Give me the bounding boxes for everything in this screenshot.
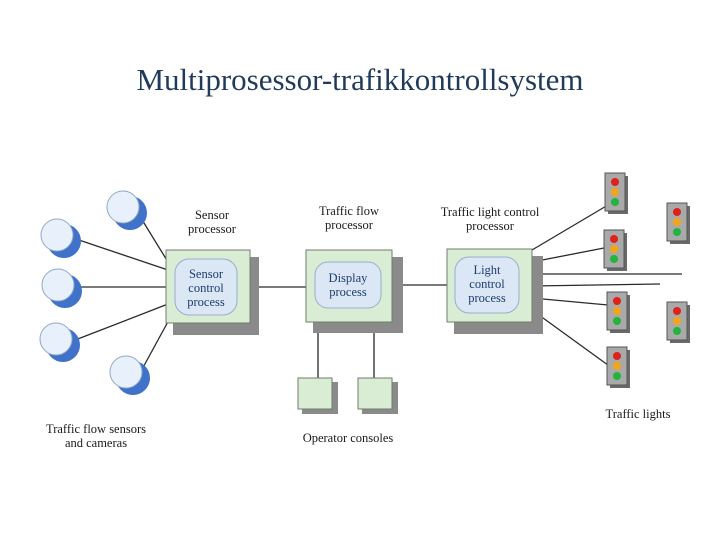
traffic-light-4 (606, 291, 630, 333)
sensor-process-line-2: control (188, 281, 224, 295)
traffic-light-5 (666, 301, 690, 343)
sensor-disc-3 (41, 268, 82, 308)
sensor-disc-4 (39, 322, 80, 362)
traffic-light-1 (604, 172, 628, 214)
light-control-processor-title-line-2: processor (466, 219, 515, 233)
traffic-flow-processor-title-line-2: processor (325, 218, 374, 232)
light-process-line-2: control (469, 277, 505, 291)
sensors-label-line-1: Traffic flow sensors (46, 422, 146, 436)
sensor-disc-1 (106, 190, 147, 230)
display-process-line-2: process (329, 285, 367, 299)
traffic-light-2 (603, 229, 627, 271)
light-connection-lines (531, 204, 682, 369)
sensor-process-line-3: process (187, 295, 225, 309)
traffic-light-6 (606, 346, 630, 388)
sensor-processor: Sensor control process (165, 249, 259, 335)
sensor-disc-2 (40, 218, 81, 258)
operator-consoles-label: Operator consoles (303, 431, 394, 445)
sensor-processor-title-line-1: Sensor (195, 208, 230, 222)
operator-console-1 (297, 377, 338, 414)
traffic-lights-label: Traffic lights (606, 407, 671, 421)
display-process-line-1: Display (329, 271, 369, 285)
traffic-flow-processor: Display process (305, 249, 403, 333)
operator-console-2 (357, 377, 398, 414)
light-control-processor: Light control process (446, 248, 543, 334)
light-control-processor-title-line-1: Traffic light control (441, 205, 540, 219)
sensor-connection-lines (69, 209, 171, 374)
traffic-flow-processor-title-line-1: Traffic flow (319, 204, 379, 218)
traffic-light-3 (666, 202, 690, 244)
sensor-disc-5 (109, 355, 150, 395)
sensors-label-line-2: and cameras (65, 436, 127, 450)
slide-title: Multiprosessor-trafikkontrollsystem (136, 62, 584, 97)
sensor-process-line-1: Sensor (189, 267, 224, 281)
light-process-line-3: process (468, 291, 506, 305)
sensor-processor-title-line-2: processor (188, 222, 237, 236)
light-process-line-1: Light (473, 263, 501, 277)
